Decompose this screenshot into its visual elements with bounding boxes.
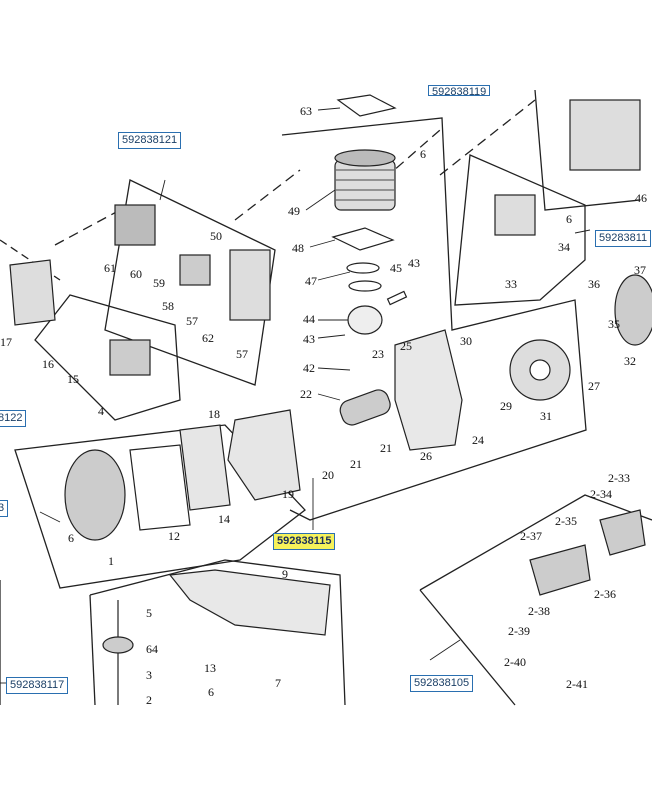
part-number: 23: [372, 347, 384, 361]
part-number: 62: [202, 331, 214, 345]
part-number: 45: [390, 261, 402, 275]
part-number: 2-40: [504, 655, 526, 669]
part-number: 57: [186, 314, 198, 328]
part-number: 29: [500, 399, 512, 413]
section-label-592838119: 592838119: [428, 85, 491, 96]
part-number: 3: [146, 668, 152, 682]
part-number: 61: [104, 261, 116, 275]
part-number: 2-38: [528, 604, 550, 618]
part-number: 30: [460, 334, 472, 348]
part-number: 2-34: [590, 487, 612, 501]
ignition-section-outline: [454, 154, 586, 306]
part-number: 60: [130, 267, 142, 281]
part-number: 14: [218, 512, 230, 526]
part-number: 2-41: [566, 677, 588, 691]
part-number: 7: [275, 676, 281, 690]
part-number: 42: [303, 361, 315, 375]
part-number: 26: [420, 449, 432, 463]
part-number: 21: [350, 457, 362, 471]
part-number: 19: [282, 487, 294, 501]
part-number: 34: [558, 240, 570, 254]
part-number: 18: [208, 407, 220, 421]
part-number: 49: [288, 204, 300, 218]
part-number: 17: [0, 335, 12, 349]
part-number: 6: [208, 685, 214, 699]
part-number: 43: [303, 332, 315, 346]
part-number: 32: [624, 354, 636, 368]
part-number: 43: [408, 256, 420, 270]
part-number: 6: [566, 212, 572, 226]
part-number: 20: [322, 468, 334, 482]
part-number: 33: [505, 277, 517, 291]
part-number: 2-39: [508, 624, 530, 638]
part-number: 2-33: [608, 471, 630, 485]
part-number: 63: [300, 104, 312, 118]
part-number: 22: [300, 387, 312, 401]
part-number: 24: [472, 433, 484, 447]
part-number: 16: [42, 357, 54, 371]
part-number: 25: [400, 339, 412, 353]
part-number: 44: [303, 312, 315, 326]
part-number: 2-37: [520, 529, 542, 543]
part-number: 15: [67, 372, 79, 386]
part-number: 12: [168, 529, 180, 543]
part-number: 1: [108, 554, 114, 568]
part-number: 50: [210, 229, 222, 243]
part-number: 35: [608, 317, 620, 331]
section-label-3: 3: [0, 500, 9, 517]
part-number: 31: [540, 409, 552, 423]
part-number: 27: [588, 379, 600, 393]
part-number: 5: [146, 606, 152, 620]
part-number: 57: [236, 347, 248, 361]
part-number: 4: [98, 404, 104, 418]
part-number: 64: [146, 642, 158, 656]
gearbox-section-outline: [419, 494, 652, 591]
section-label-592838105: 592838105: [410, 675, 474, 692]
part-number: 13: [204, 661, 216, 675]
section-label-59283811: 59283811: [595, 230, 652, 247]
section-label-592838121: 592838121: [118, 132, 182, 149]
part-number: 37: [634, 263, 646, 277]
section-label-592838117: 592838117: [6, 677, 69, 694]
part-number: 46: [635, 191, 647, 205]
airfilter-section-outline: [34, 294, 181, 421]
part-number: 6: [420, 147, 426, 161]
part-number: 47: [305, 274, 317, 288]
part-number: 36: [588, 277, 600, 291]
part-number: 9: [282, 567, 288, 581]
carburetor-section-outline: [104, 179, 276, 386]
part-number: 58: [162, 299, 174, 313]
part-number: 2: [146, 693, 152, 707]
section-label-8122: 8122: [0, 410, 27, 427]
part-number: 6: [68, 531, 74, 545]
part-number: 59: [153, 276, 165, 290]
part-number: 2-35: [555, 514, 577, 528]
part-number: 2-36: [594, 587, 616, 601]
part-number: 21: [380, 441, 392, 455]
part-number: 48: [292, 241, 304, 255]
section-label-592838115-highlighted: 592838115: [273, 533, 336, 550]
engine-section-outline: [281, 117, 587, 521]
